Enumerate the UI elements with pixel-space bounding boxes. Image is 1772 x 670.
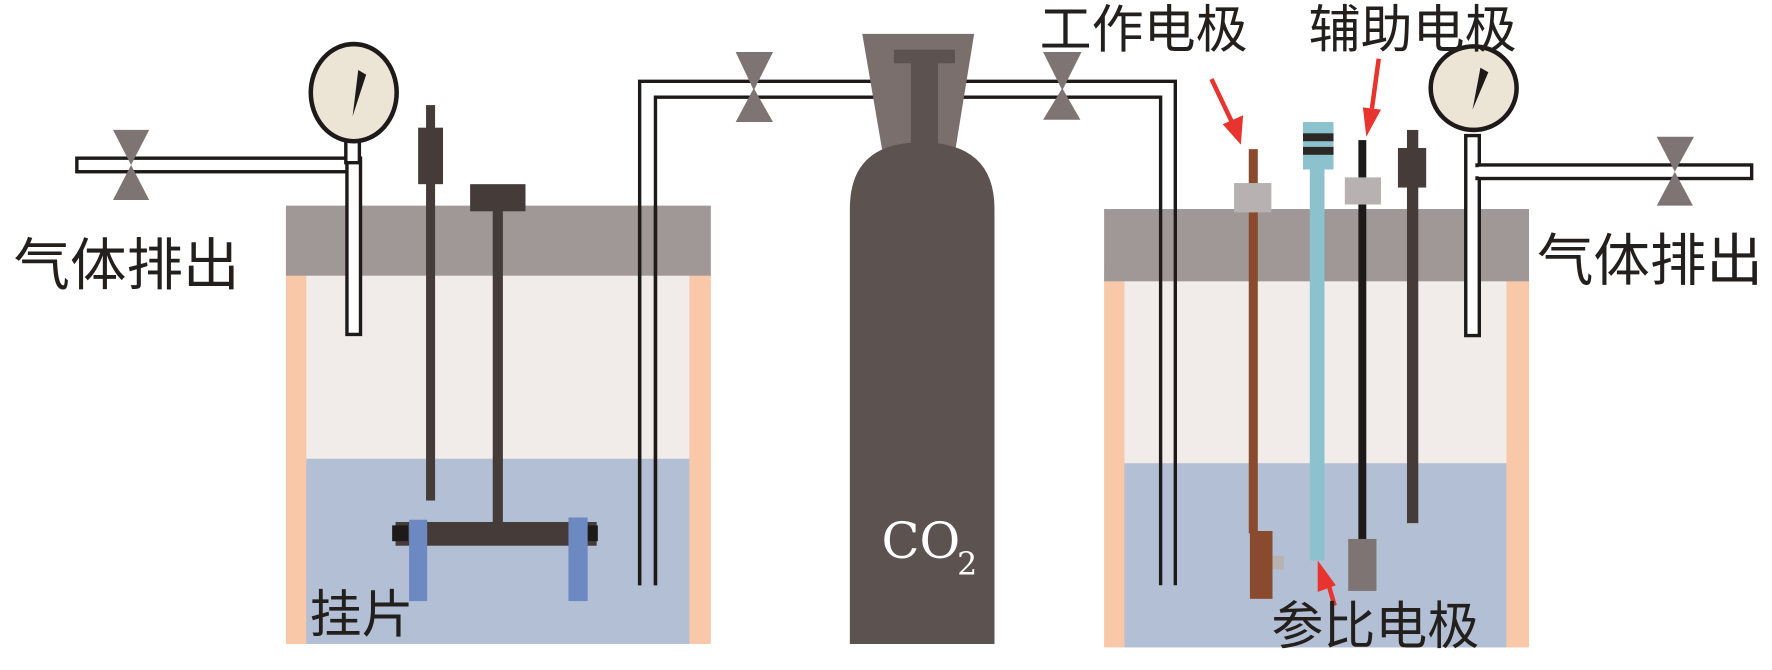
left-temperature-probe	[418, 105, 443, 501]
co2-label: CO	[881, 512, 960, 570]
right-gas-line-dip	[1158, 209, 1178, 586]
working-electrode-label: 工作电极	[1040, 0, 1248, 60]
gas-exhaust-right-label: 气体排出	[1537, 229, 1763, 294]
right-temperature-probe	[1397, 129, 1427, 524]
left-exhaust-valve-icon[interactable]	[113, 129, 150, 200]
co2-subscript: 2	[957, 547, 977, 583]
coupon-right	[568, 517, 588, 602]
coupon-holder	[392, 184, 598, 602]
reference-electrode	[1303, 122, 1334, 561]
right-exhaust-valve-icon[interactable]	[1656, 136, 1695, 206]
reference-electrode-arrow-icon	[1317, 560, 1337, 607]
gas-exhaust-left-label: 气体排出	[14, 234, 240, 299]
auxiliary-electrode-arrow-icon	[1362, 58, 1381, 137]
coupon-left	[409, 519, 428, 602]
right-exhaust-pipe	[1464, 133, 1754, 338]
left-inlet-valve-icon[interactable]	[735, 51, 773, 123]
working-electrode	[1234, 149, 1284, 599]
reference-electrode-label: 参比电极	[1271, 597, 1479, 657]
cylinder-body	[849, 142, 995, 645]
working-electrode-arrow-icon	[1209, 78, 1244, 145]
left-pressure-gauge-icon	[308, 41, 399, 165]
co2-cylinder: CO 2	[849, 33, 995, 645]
coupon-label: 挂片	[310, 586, 414, 646]
right-pressure-gauge-icon	[1428, 44, 1519, 133]
right-inlet-valve-icon[interactable]	[1043, 51, 1082, 120]
left-gas-line-dip	[637, 205, 658, 586]
auxiliary-electrode-label: 辅助电极	[1309, 0, 1517, 60]
auxiliary-electrode	[1344, 140, 1381, 591]
